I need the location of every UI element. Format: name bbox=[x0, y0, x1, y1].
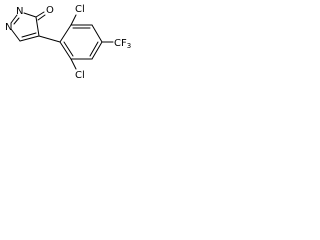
bond-ph-4-5-double bbox=[89, 41, 99, 57]
atom-label-nitrogen-2: N bbox=[16, 6, 23, 17]
atom-label-chlorine-top: Cl bbox=[75, 4, 85, 15]
bond-to-cl-bottom bbox=[70, 58, 77, 70]
bond-n2-c3 bbox=[23, 12, 37, 18]
bond-carbonyl-double bbox=[37, 14, 46, 21]
bond-c4-c5 bbox=[19, 35, 40, 42]
bond-c5-n1 bbox=[10, 28, 21, 42]
bond-c4-c5-double bbox=[21, 32, 37, 38]
atom-label-nitrogen-1: N bbox=[5, 22, 12, 33]
cf-label: CF bbox=[114, 38, 127, 49]
atom-label-chlorine-bottom: Cl bbox=[75, 70, 85, 81]
bond-to-cl-top bbox=[70, 14, 77, 26]
chemical-structure-diagram: O N N Cl Cl CF3 bbox=[5, 4, 131, 81]
phenyl-ring bbox=[59, 24, 103, 60]
bond-ph-1-2 bbox=[59, 24, 72, 43]
bond-ph-3-4 bbox=[91, 24, 103, 43]
pyrazolone-ring bbox=[10, 11, 46, 42]
cf-subscript: 3 bbox=[127, 42, 131, 50]
bond-ph-6-1 bbox=[59, 41, 72, 60]
bond-carbonyl bbox=[35, 11, 45, 18]
bond-ph-4-5 bbox=[91, 41, 103, 60]
atom-label-trifluoromethyl: CF3 bbox=[114, 38, 131, 50]
atom-label-oxygen: O bbox=[46, 5, 54, 16]
bond-n1-n2-double bbox=[13, 17, 20, 25]
bond-c3-c4 bbox=[35, 16, 40, 37]
bond-n1-n2 bbox=[10, 14, 18, 24]
bond-ph-6-1-double bbox=[63, 41, 74, 57]
bond-ring-to-phenyl bbox=[38, 35, 61, 43]
